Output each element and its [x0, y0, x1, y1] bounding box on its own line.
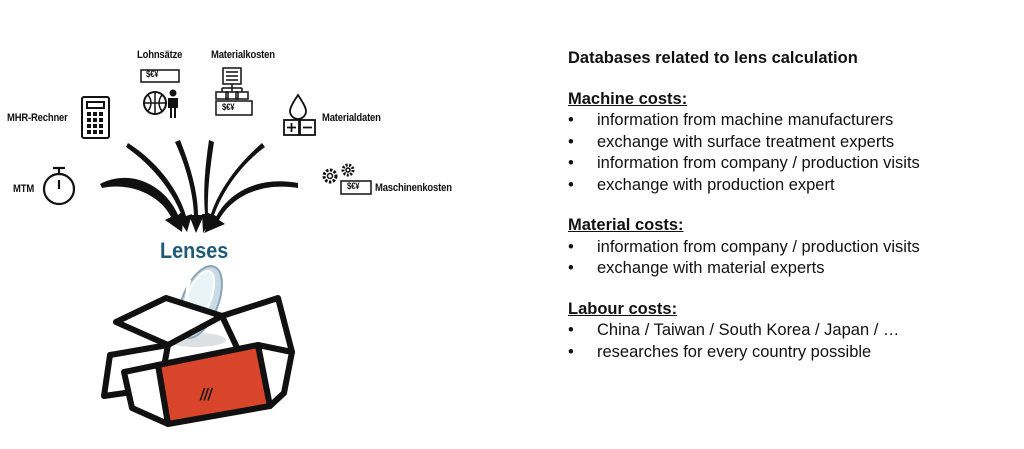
section-labour-costs: Labour costs: China / Taiwan / South Kor… — [568, 299, 1018, 364]
section-material-costs: Material costs: information from company… — [568, 215, 1018, 280]
drop-plus-minus-icon — [283, 93, 316, 136]
stopwatch-icon — [42, 166, 76, 206]
box-logo: /// — [200, 385, 212, 404]
section-machine-costs: Machine costs: information from machine … — [568, 89, 1018, 197]
bullet-list: information from company / production vi… — [568, 237, 1018, 280]
label-mtm: MTM — [13, 183, 35, 195]
list-item: information from company / production vi… — [568, 153, 1018, 175]
gears-money-icon — [322, 163, 372, 195]
document-money-icon — [215, 67, 253, 116]
label-materialkosten: Materialkosten — [211, 49, 275, 61]
bullet-list: information from machine manufacturers e… — [568, 110, 1018, 196]
currency-tag-maschine: $€¥ — [347, 181, 360, 191]
databases-text-panel: Databases related to lens calculation Ma… — [568, 48, 1018, 363]
section-heading: Labour costs: — [568, 299, 678, 318]
arrow-1 — [100, 177, 184, 232]
list-item: exchange with production expert — [568, 175, 1018, 197]
calculator-icon — [81, 96, 110, 139]
list-item: exchange with surface treatment experts — [568, 132, 1018, 154]
currency-tag-lohn: $€¥ — [146, 69, 159, 79]
arrow-2 — [126, 143, 192, 232]
currency-tag-material: $€¥ — [222, 102, 235, 112]
lenses-label: Lenses — [160, 238, 229, 263]
label-mhr-rechner: MHR-Rechner — [7, 112, 68, 124]
box-icon — [101, 295, 295, 427]
arrow-6 — [204, 181, 298, 233]
panel-title: Databases related to lens calculation — [568, 49, 858, 67]
list-item: information from machine manufacturers — [568, 110, 1018, 132]
label-lohnsaetze: Lohnsätze — [137, 49, 183, 61]
list-item: information from company / production vi… — [568, 237, 1018, 259]
list-item: researches for every country possible — [568, 342, 1018, 364]
label-maschinenkosten: Maschinenkosten — [375, 182, 452, 194]
arrows — [100, 140, 298, 233]
arrow-3 — [175, 140, 204, 233]
list-item: China / Taiwan / South Korea / Japan / … — [568, 320, 1018, 342]
list-item: exchange with material experts — [568, 258, 1018, 280]
label-materialdaten: Materialdaten — [322, 112, 381, 124]
diagram-graphics — [42, 67, 372, 427]
lens-diagram: Lohnsätze Materialkosten MHR-Rechner Mat… — [7, 49, 452, 427]
bullet-list: China / Taiwan / South Korea / Japan / …… — [568, 320, 1018, 363]
section-heading: Material costs: — [568, 216, 684, 234]
globe-person-icon — [140, 69, 180, 118]
arrow-4 — [202, 140, 214, 233]
section-heading: Machine costs: — [568, 89, 688, 108]
